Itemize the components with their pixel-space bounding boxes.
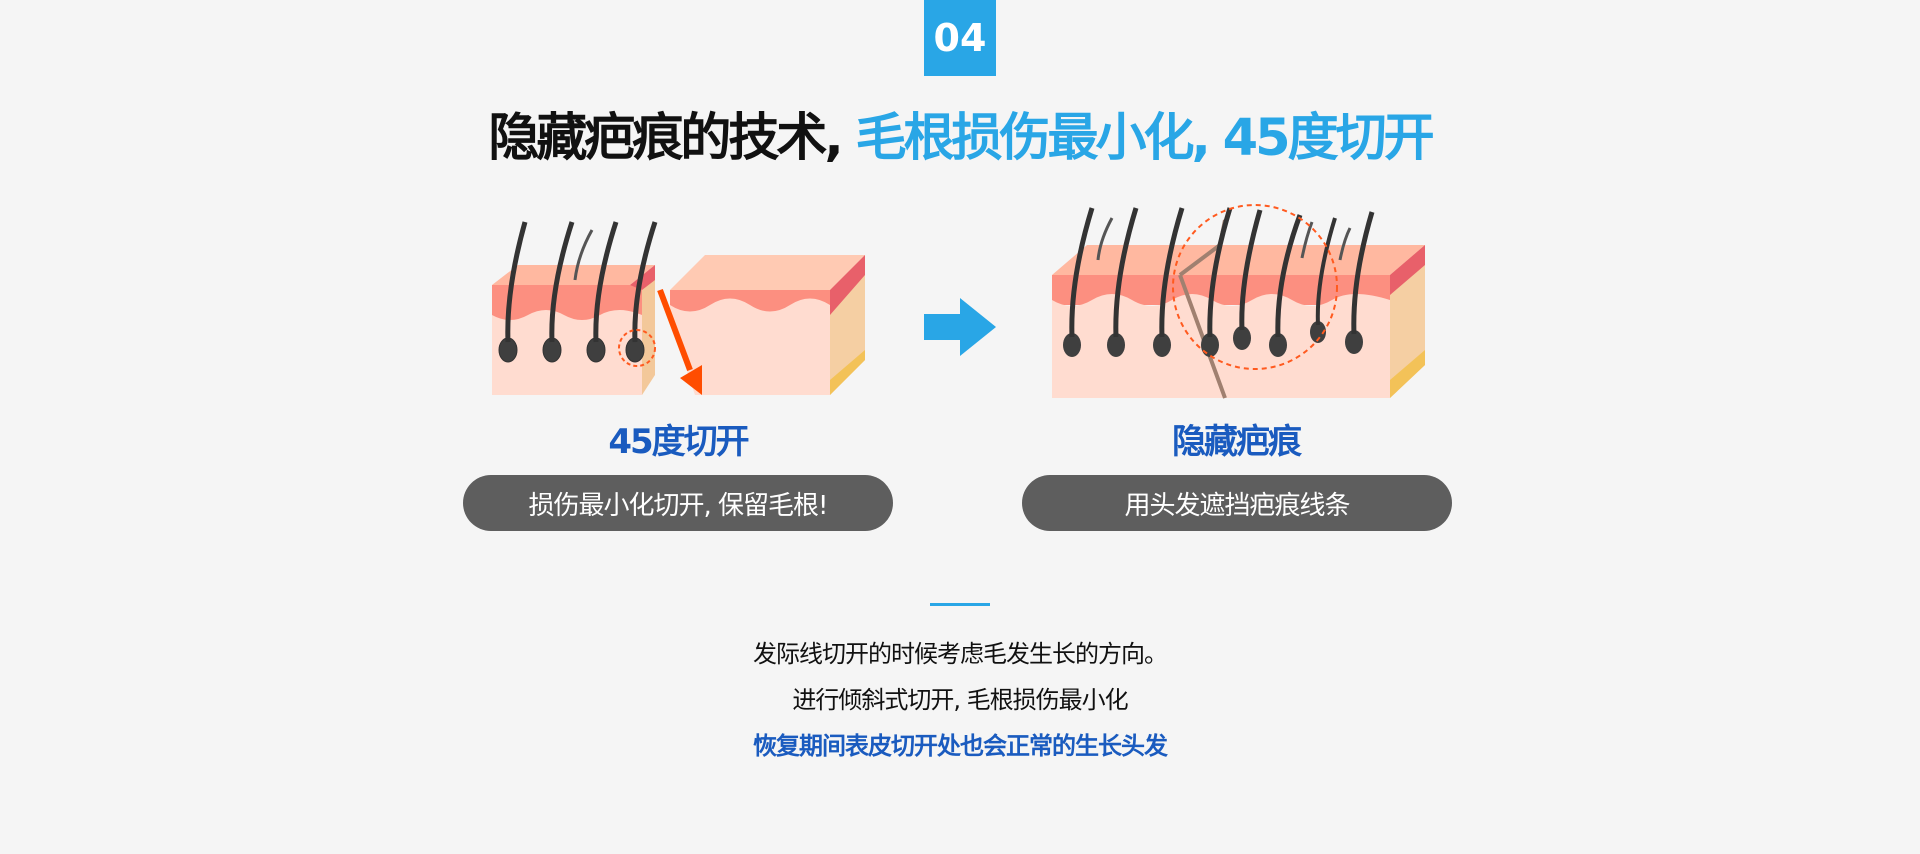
right-caption: 隐藏疤痕 — [1172, 422, 1302, 462]
left-pill: 损伤最小化切开, 保留毛根! — [463, 475, 893, 531]
skin-block-right — [670, 255, 865, 395]
paragraph-line-2: 进行倾斜式切开, 毛根损伤最小化 — [792, 686, 1128, 714]
step-number-badge: 04 — [924, 0, 996, 76]
skin-block-left — [492, 265, 655, 395]
hair-follicles — [498, 221, 658, 363]
incision-illustration — [492, 221, 865, 395]
section-divider — [930, 603, 990, 606]
highlight-circle — [618, 329, 656, 367]
paragraph-line-3: 恢复期间表皮切开处也会正常的生长头发 — [753, 732, 1168, 760]
highlight-circle — [1172, 204, 1338, 370]
left-caption: 45度切开 — [608, 422, 749, 462]
skin-block — [1052, 245, 1425, 398]
arrow-right-icon — [924, 298, 996, 356]
paragraph-line-1: 发际线切开的时候考虑毛发生长的方向。 — [753, 640, 1168, 668]
hair-follicles — [1063, 207, 1375, 357]
right-pill: 用头发遮挡疤痕线条 — [1022, 475, 1452, 531]
incision-arrow-icon — [657, 288, 702, 395]
headline-part1: 隐藏疤痕的技术, — [488, 109, 856, 168]
headline-part2: 毛根损伤最小化, 45度切开 — [855, 109, 1435, 168]
headline: 隐藏疤痕的技术, 毛根损伤最小化, 45度切开 — [0, 104, 1920, 174]
hidden-scar-illustration — [1052, 204, 1425, 399]
